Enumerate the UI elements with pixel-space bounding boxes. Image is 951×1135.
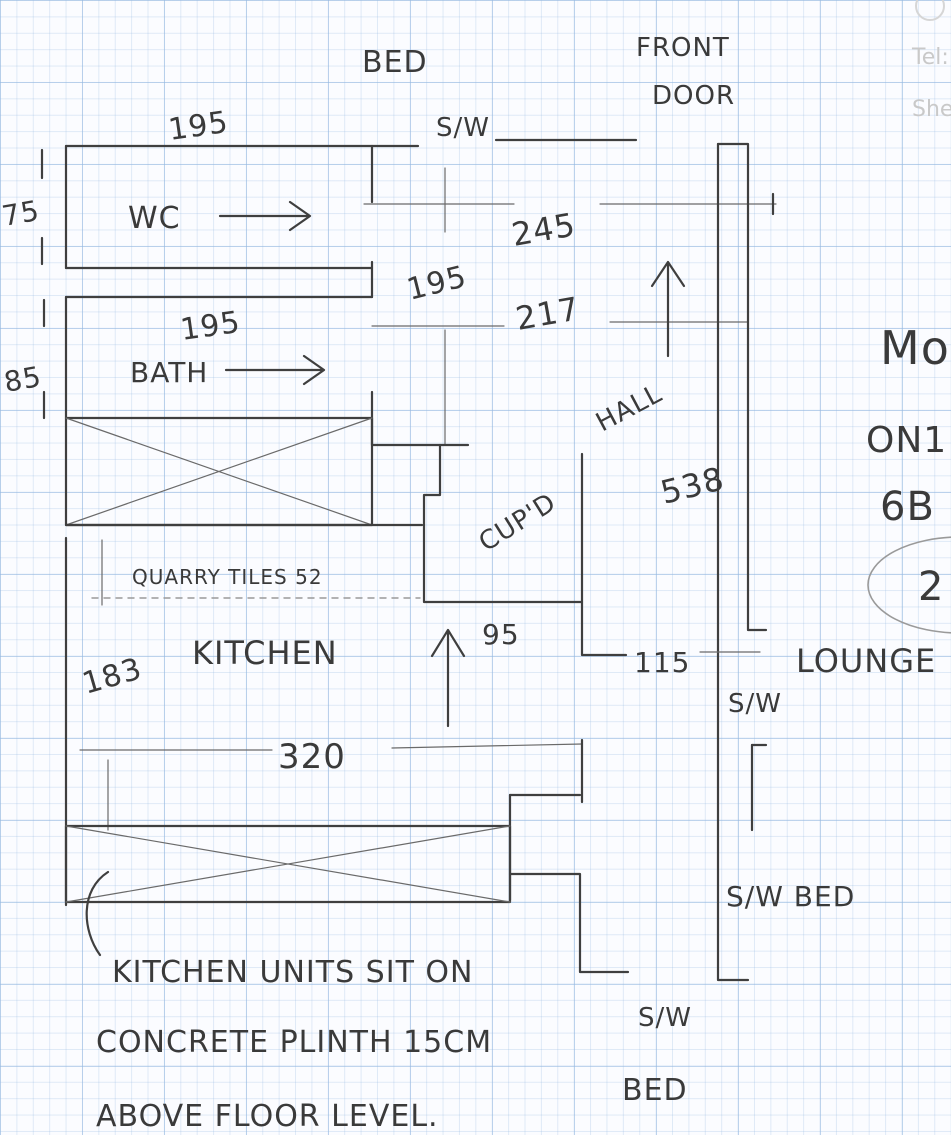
margin-6b: 6B	[880, 484, 935, 530]
note-leader-line	[85, 870, 110, 957]
kitchen-lower-right-wall	[508, 872, 630, 974]
dim-hall-a: 245	[509, 205, 579, 254]
kitchen-units-cross-b	[65, 825, 511, 903]
label-quarry-tiles: QUARRY TILES 52	[132, 565, 323, 589]
label-hall: HALL	[591, 379, 667, 438]
hall-walls	[370, 142, 768, 982]
faint-tel-text: Tel:	[911, 45, 949, 70]
hall-arrow	[650, 260, 686, 358]
label-bath: BATH	[130, 356, 208, 389]
label-cupd: CUP'D	[474, 487, 562, 558]
bath-tub-box	[64, 416, 424, 527]
label-sw-mid: S/W	[728, 689, 782, 719]
margin-2: 2	[918, 564, 944, 610]
label-wc: WC	[128, 201, 181, 236]
dim-kitchen-width: 320	[278, 737, 346, 777]
dim-hall-c: 217	[513, 289, 583, 338]
margin-on1: ON1	[866, 420, 947, 461]
label-kitchen: KITCHEN	[192, 634, 338, 672]
wc-arrow	[218, 200, 312, 232]
label-front-door-2: DOOR	[652, 81, 735, 111]
note-line-3: ABOVE FLOOR LEVEL.	[96, 1099, 439, 1134]
label-front-door-1: FRONT	[636, 33, 730, 63]
faint-sheet-text: Shee	[912, 97, 951, 122]
note-line-2: CONCRETE PLINTH 15CM	[96, 1025, 492, 1060]
dim-cupd-gap: 115	[634, 646, 690, 679]
label-lounge: LOUNGE	[796, 642, 936, 680]
label-sw-bed: S/W BED	[726, 880, 855, 913]
label-sw-bottom: S/W	[638, 1003, 692, 1033]
top-openings	[363, 138, 777, 327]
cupboard	[422, 443, 768, 832]
dim-kitchen-step: 95	[482, 618, 520, 651]
margin-circle	[867, 536, 951, 634]
hall-right-inner-wall	[716, 142, 768, 632]
bath-tub-cross-b	[65, 417, 373, 526]
cupboard-lower-wall	[580, 600, 628, 657]
dim-bath-width: 195	[178, 305, 243, 348]
kitchen-width-dim-right	[391, 743, 583, 749]
margin-mo: Mo	[880, 321, 950, 375]
dim-kitchen-height: 183	[79, 651, 147, 701]
dim-bath-height: 85	[1, 360, 44, 399]
kitchen-units-box	[64, 824, 512, 957]
faint-logo-mark	[915, 0, 945, 21]
note-line-1: KITCHEN UNITS SIT ON	[112, 955, 473, 990]
hall-right-outer-wall	[716, 142, 750, 982]
kitchen-arrow	[430, 628, 466, 728]
dim-wc-width: 195	[166, 105, 231, 148]
cupboard-outline	[422, 443, 584, 604]
wc-room	[64, 144, 420, 299]
dim-wc-height: 75	[0, 194, 42, 233]
label-sw-top: S/W	[436, 113, 490, 143]
dim-hall-b: 195	[403, 259, 470, 308]
label-bed-bottom: BED	[622, 1073, 688, 1108]
label-bed-top: BED	[362, 45, 428, 80]
bath-arrow	[224, 354, 326, 386]
